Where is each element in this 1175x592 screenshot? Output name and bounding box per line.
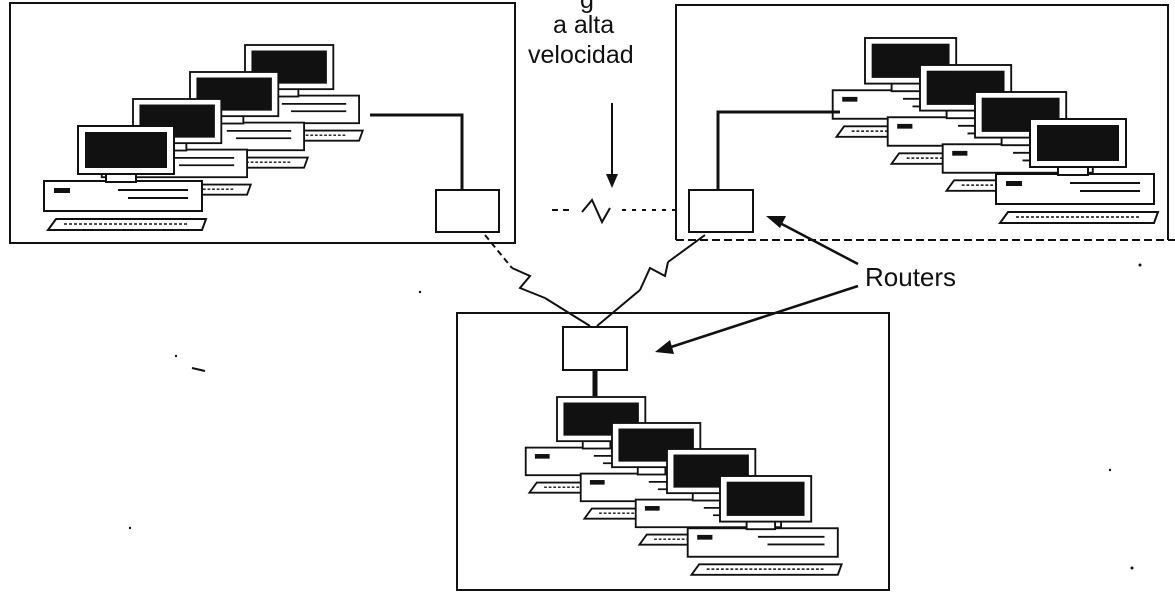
lan-left — [9, 2, 516, 244]
label-routers: Routers — [865, 262, 956, 292]
scan-noise — [128, 263, 1142, 570]
wan-link-right — [596, 234, 706, 327]
lan-right-box — [675, 4, 1169, 240]
ethernet-cable — [716, 110, 840, 190]
label-top-line2: velocidad — [528, 41, 634, 69]
label-top-line1: a alta — [553, 11, 614, 39]
label-top-partial: g — [580, 0, 594, 14]
high-speed-link — [552, 198, 680, 225]
lan-left-box — [9, 2, 516, 244]
router-icon — [688, 189, 754, 233]
router-icon — [562, 326, 628, 371]
down-arrow-icon — [606, 103, 618, 188]
lan-bottom-box — [456, 312, 890, 591]
arrow-to-bottom-router-icon — [655, 284, 859, 354]
wan-link-left — [484, 234, 591, 327]
ethernet-cable — [370, 113, 464, 190]
lan-right — [675, 4, 1175, 241]
router-icon — [435, 189, 500, 233]
lan-bottom — [456, 312, 890, 591]
arrow-to-right-router-icon — [766, 216, 859, 266]
